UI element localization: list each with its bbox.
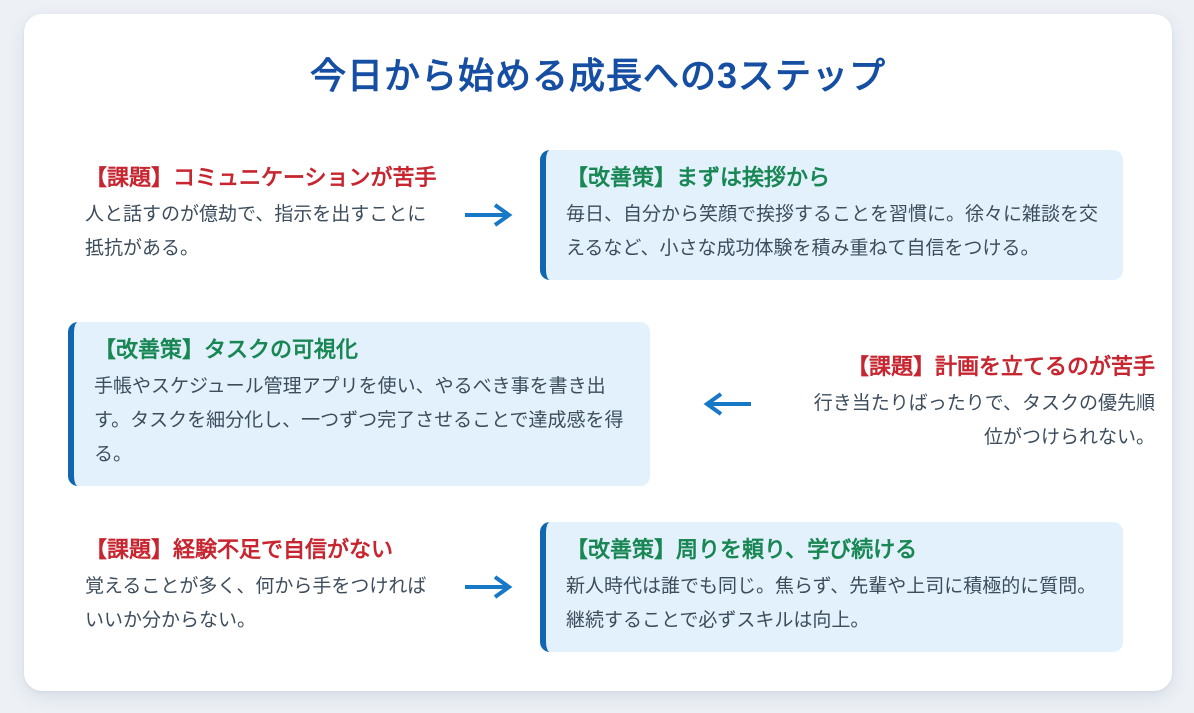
- arrow-right-icon: [464, 575, 512, 599]
- page-title: 今日から始める成長への3ステップ: [309, 55, 887, 96]
- problem-heading: 【課題】計画を立てるのが苦手: [846, 354, 1155, 379]
- problem-heading: 【課題】コミュニケーションが苦手: [85, 165, 437, 190]
- problem-body: 覚えることが多く、何から手をつければいいか分からない。: [85, 576, 427, 631]
- problem-heading: 【課題】経験不足で自信がない: [85, 537, 394, 562]
- arrow-right-icon: [464, 203, 512, 227]
- solution-body: 毎日、自分から笑顔で挨拶することを習慣に。徐々に雑談を交えるなど、小さな成功体験…: [566, 204, 1099, 259]
- solution-box-3: 【改善策】周りを頼り、学び続ける 新人時代は誰でも同じ。焦らず、先輩や上司に積極…: [540, 522, 1123, 652]
- solution-box-2: 【改善策】タスクの可視化 手帳やスケジュール管理アプリを使い、やるべき事を書き出…: [68, 322, 650, 486]
- problem-block-3: 【課題】経験不足で自信がない 覚えることが多く、何から手をつければいいか分からな…: [85, 536, 437, 638]
- step-row-1: 【課題】コミュニケーションが苦手 人と話すのが億劫で、指示を出すことに抵抗がある…: [85, 150, 1123, 280]
- problem-body: 人と話すのが億劫で、指示を出すことに抵抗がある。: [85, 204, 427, 259]
- solution-heading: 【改善策】タスクの可視化: [94, 337, 359, 362]
- arrow-cell-2: [650, 390, 803, 418]
- problem-body: 行き当たりばったりで、タスクの優先順位がつけられない。: [813, 393, 1155, 448]
- step-row-3: 【課題】経験不足で自信がない 覚えることが多く、何から手をつければいいか分からな…: [85, 522, 1123, 652]
- solution-heading: 【改善策】まずは挨拶から: [566, 165, 831, 190]
- problem-block-1: 【課題】コミュニケーションが苦手 人と話すのが億劫で、指示を出すことに抵抗がある…: [85, 164, 437, 266]
- solution-body: 手帳やスケジュール管理アプリを使い、やるべき事を書き出す。タスクを細分化し、一つ…: [94, 376, 624, 465]
- solution-box-1: 【改善策】まずは挨拶から 毎日、自分から笑顔で挨拶することを習慣に。徐々に雑談を…: [540, 150, 1123, 280]
- step-row-2: 【改善策】タスクの可視化 手帳やスケジュール管理アプリを使い、やるべき事を書き出…: [68, 322, 1155, 486]
- arrow-cell-3: [437, 573, 540, 601]
- arrow-cell-1: [437, 201, 540, 229]
- infographic-card: 今日から始める成長への3ステップ 【課題】コミュニケーションが苦手 人と話すのが…: [24, 14, 1172, 691]
- arrow-left-icon: [703, 392, 751, 416]
- problem-block-2: 【課題】計画を立てるのが苦手 行き当たりばったりで、タスクの優先順位がつけられな…: [803, 353, 1155, 455]
- solution-heading: 【改善策】周りを頼り、学び続ける: [566, 537, 918, 562]
- solution-body: 新人時代は誰でも同じ。焦らず、先輩や上司に積極的に質問。継続することで必ずスキル…: [566, 576, 1097, 631]
